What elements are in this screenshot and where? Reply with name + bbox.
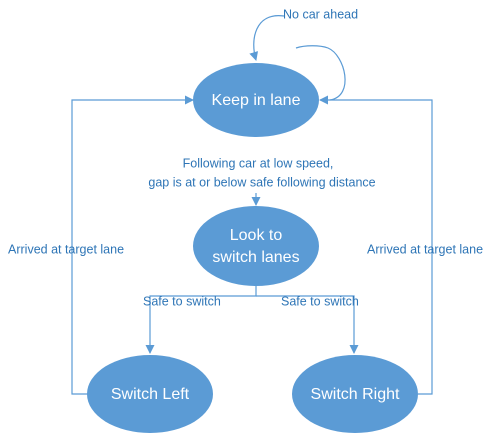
edge-right-to-keep-arrow bbox=[319, 95, 433, 395]
state-switch-right-label: Switch Right bbox=[311, 386, 400, 403]
state-switch-left bbox=[87, 355, 213, 433]
edge-label-following-car-line1: Following car at low speed, bbox=[183, 156, 334, 170]
edge-label-arrived-right: Arrived at target lane bbox=[367, 242, 483, 256]
edge-label-safe-to-switch-right: Safe to switch bbox=[281, 294, 359, 308]
edge-label-safe-to-switch-left: Safe to switch bbox=[143, 294, 221, 308]
state-look-to-switch-lanes bbox=[193, 206, 319, 286]
edge-label-no-car-ahead: No car ahead bbox=[283, 7, 358, 21]
state-look-to-switch-lanes-label-line2: switch lanes bbox=[212, 249, 299, 266]
edge-look-to-right-arrow bbox=[256, 295, 359, 354]
edge-label-arrived-left: Arrived at target lane bbox=[8, 242, 124, 256]
state-look-to-switch-lanes-label-line1: Look to bbox=[230, 227, 283, 244]
edge-label-following-car-line2: gap is at or below safe following distan… bbox=[148, 175, 375, 189]
edge-look-to-left-arrow bbox=[145, 286, 257, 354]
state-switch-right bbox=[292, 355, 418, 433]
edge-self-loop-return bbox=[295, 45, 346, 101]
edge-self-loop-arrow bbox=[249, 15, 285, 61]
state-keep-in-lane bbox=[193, 63, 319, 137]
edge-left-to-keep-arrow bbox=[71, 95, 194, 395]
state-switch-left-label: Switch Left bbox=[111, 386, 190, 403]
state-keep-in-lane-label: Keep in lane bbox=[212, 92, 301, 109]
